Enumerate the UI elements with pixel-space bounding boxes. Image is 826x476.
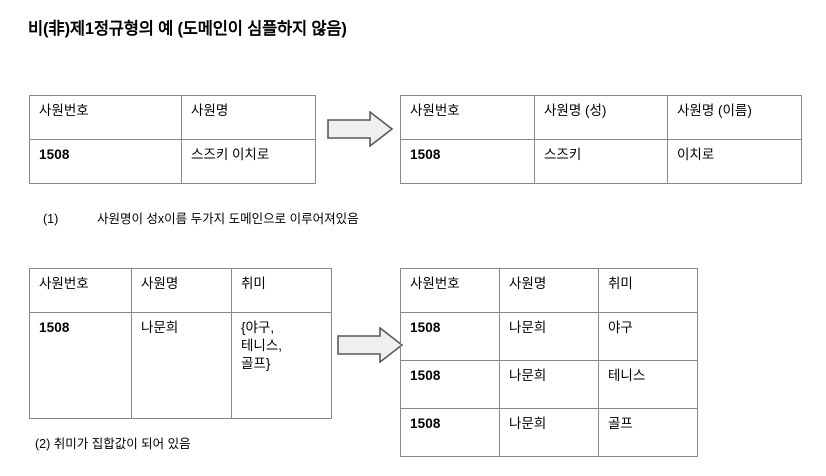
normalized-hobby-table: 사원번호 사원명 취미 1508 나문희 야구 1508 나문희 테니스 150… <box>400 268 698 457</box>
column-header-employee-last-name: 사원명 (성) <box>534 95 668 140</box>
cell-hobby: 골프 <box>598 408 698 457</box>
cell-employee-name: 나문희 <box>131 312 232 419</box>
cell-employee-number: 1508 <box>400 408 500 457</box>
column-header-employee-number: 사원번호 <box>29 268 132 313</box>
table-row: 1508 나문희 {야구, 테니스, 골프} <box>29 312 332 419</box>
unnormalized-hobby-table: 사원번호 사원명 취미 1508 나문희 {야구, 테니스, 골프} <box>29 268 332 419</box>
cell-hobby: 테니스 <box>598 360 698 409</box>
table-row: 1508 나문희 테니스 <box>400 360 698 409</box>
cell-employee-number: 1508 <box>29 139 182 184</box>
right-arrow-icon <box>327 110 394 148</box>
table-row: 1508 스즈키 이치로 <box>400 139 802 184</box>
column-header-hobby: 취미 <box>598 268 698 313</box>
column-header-employee-name: 사원명 <box>131 268 232 313</box>
table-header-row: 사원번호 사원명 (성) 사원명 (이름) <box>400 95 802 140</box>
cell-employee-name: 나문희 <box>499 408 599 457</box>
caption-text: 사원명이 성x이름 두가지 도메인으로 이루어져있음 <box>96 212 359 226</box>
table-header-row: 사원번호 사원명 취미 <box>400 268 698 313</box>
cell-employee-first-name: 이치로 <box>667 139 802 184</box>
table-row: 1508 스즈키 이치로 <box>29 139 316 184</box>
caption-text: 취미가 집합값이 되어 있음 <box>53 437 191 451</box>
column-header-employee-number: 사원번호 <box>400 268 500 313</box>
unnormalized-employee-name-table: 사원번호 사원명 1508 스즈키 이치로 <box>29 95 316 184</box>
cell-hobby: 야구 <box>598 312 698 361</box>
column-header-employee-first-name: 사원명 (이름) <box>667 95 802 140</box>
caption-example-1: (1) 사원명이 성x이름 두가지 도메인으로 이루어져있음 <box>36 194 359 227</box>
cell-employee-name: 스즈키 이치로 <box>181 139 316 184</box>
cell-hobby-set: {야구, 테니스, 골프} <box>231 312 332 419</box>
table-header-row: 사원번호 사원명 <box>29 95 316 140</box>
caption-number: (2) <box>34 437 51 451</box>
table-header-row: 사원번호 사원명 취미 <box>29 268 332 313</box>
cell-employee-number: 1508 <box>29 312 132 419</box>
cell-employee-number: 1508 <box>400 360 500 409</box>
page-title: 비(非)제1정규형의 예 (도메인이 심플하지 않음) <box>28 20 347 38</box>
column-header-employee-number: 사원번호 <box>400 95 535 140</box>
table-row: 1508 나문희 골프 <box>400 408 698 457</box>
column-header-hobby: 취미 <box>231 268 332 313</box>
column-header-employee-name: 사원명 <box>499 268 599 313</box>
table-row: 1508 나문희 야구 <box>400 312 698 361</box>
caption-example-2: (2) 취미가 집합값이 되어 있음 <box>28 419 191 452</box>
column-header-employee-number: 사원번호 <box>29 95 182 140</box>
column-header-employee-name: 사원명 <box>181 95 316 140</box>
cell-employee-name: 나문희 <box>499 360 599 409</box>
cell-employee-last-name: 스즈키 <box>534 139 668 184</box>
cell-employee-name: 나문희 <box>499 312 599 361</box>
cell-employee-number: 1508 <box>400 312 500 361</box>
right-arrow-icon <box>337 326 404 364</box>
normalized-employee-name-table: 사원번호 사원명 (성) 사원명 (이름) 1508 스즈키 이치로 <box>400 95 802 184</box>
cell-employee-number: 1508 <box>400 139 535 184</box>
caption-number: (1) <box>42 212 59 226</box>
